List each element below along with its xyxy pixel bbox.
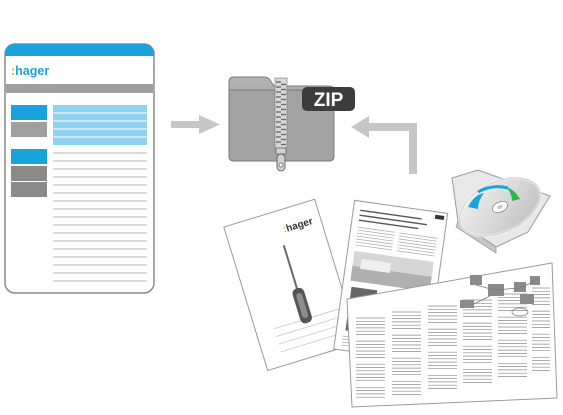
zip-folder-icon: ZIP [228, 76, 355, 172]
leaflet-document: :hager [223, 198, 360, 372]
content-lines [53, 152, 147, 282]
cd-icon [451, 169, 551, 254]
sidebar-block [11, 149, 47, 164]
sidebar-block [11, 166, 47, 181]
documents-icon: :hager [223, 198, 558, 408]
content-highlight [53, 105, 147, 145]
screwdriver-icon [282, 245, 312, 324]
sidebar-block [11, 122, 47, 137]
arrow-right-icon [171, 115, 220, 134]
sidebar-block [11, 105, 47, 120]
zip-label: ZIP [314, 90, 344, 111]
sidebar-block [11, 182, 47, 197]
arrow-up-left-icon [351, 116, 417, 174]
spec-sheet-document [346, 262, 558, 408]
brand-logo: :hager [11, 64, 49, 78]
zip-badge [302, 87, 355, 111]
website-icon: :hager [4, 43, 155, 294]
